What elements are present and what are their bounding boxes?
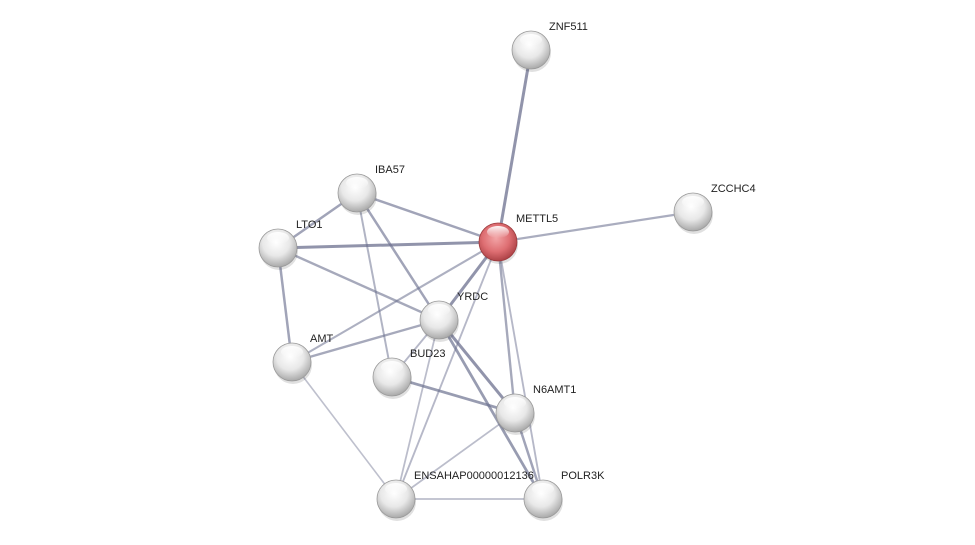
node-label: AMT: [310, 333, 334, 345]
node-highlight: [346, 177, 368, 189]
node-highlight: [267, 232, 289, 244]
node-highlight: [381, 361, 403, 373]
node-label: POLR3K: [561, 470, 605, 482]
node-ensahap00000012136[interactable]: ENSAHAP00000012136: [376, 470, 534, 521]
node-label: IBA57: [375, 164, 405, 176]
edge-znf511-mettl5[interactable]: [496, 49, 533, 243]
edge-zcchc4-mettl5[interactable]: [497, 210, 694, 244]
node-znf511[interactable]: ZNF511: [511, 21, 588, 72]
node-label: LTO1: [296, 219, 323, 231]
node-label: ENSAHAP00000012136: [414, 470, 534, 482]
edge-mettl5-amt[interactable]: [291, 241, 499, 363]
node-label: ZNF511: [549, 21, 588, 33]
node-label: ZCCHC4: [711, 183, 756, 195]
edge-iba57-bud23[interactable]: [356, 192, 393, 378]
node-highlight: [487, 226, 509, 238]
node-highlight: [428, 304, 450, 316]
edge-iba57-mettl5[interactable]: [356, 191, 499, 244]
node-label: N6AMT1: [533, 384, 576, 396]
node-label: BUD23: [410, 348, 445, 360]
edge-bud23-n6amt1[interactable]: [391, 375, 516, 415]
node-amt[interactable]: AMT: [272, 333, 334, 384]
edge-mettl5-ensahap00000012136[interactable]: [395, 241, 499, 500]
node-highlight: [682, 196, 704, 208]
node-n6amt1[interactable]: N6AMT1: [495, 384, 576, 435]
node-mettl5[interactable]: METTL5: [478, 213, 558, 264]
node-yrdc[interactable]: YRDC: [419, 291, 488, 342]
edge-n6amt1-ensahap00000012136[interactable]: [395, 412, 516, 500]
node-highlight: [520, 34, 542, 46]
edge-yrdc-polr3k[interactable]: [437, 319, 545, 500]
edge-lto1-mettl5[interactable]: [277, 240, 499, 250]
node-lto1[interactable]: LTO1: [258, 219, 323, 270]
node-iba57[interactable]: IBA57: [337, 164, 405, 215]
edge-yrdc-n6amt1[interactable]: [437, 319, 517, 414]
node-zcchc4[interactable]: ZCCHC4: [673, 183, 756, 234]
edge-layer: [276, 49, 694, 500]
edge-mettl5-polr3k[interactable]: [497, 241, 544, 500]
edge-lto1-yrdc[interactable]: [277, 246, 440, 322]
node-label: YRDC: [457, 291, 488, 303]
node-highlight: [385, 483, 407, 495]
edge-mettl5-n6amt1[interactable]: [496, 241, 517, 414]
node-bud23[interactable]: BUD23: [372, 348, 445, 399]
node-highlight: [532, 483, 554, 495]
node-highlight: [281, 346, 303, 358]
edge-amt-yrdc[interactable]: [291, 318, 440, 364]
edge-amt-ensahap00000012136[interactable]: [291, 361, 397, 500]
node-highlight: [504, 397, 526, 409]
node-polr3k[interactable]: POLR3K: [523, 470, 605, 521]
edge-iba57-yrdc[interactable]: [355, 192, 441, 321]
edge-yrdc-ensahap00000012136[interactable]: [395, 319, 440, 500]
node-label: METTL5: [516, 213, 558, 225]
